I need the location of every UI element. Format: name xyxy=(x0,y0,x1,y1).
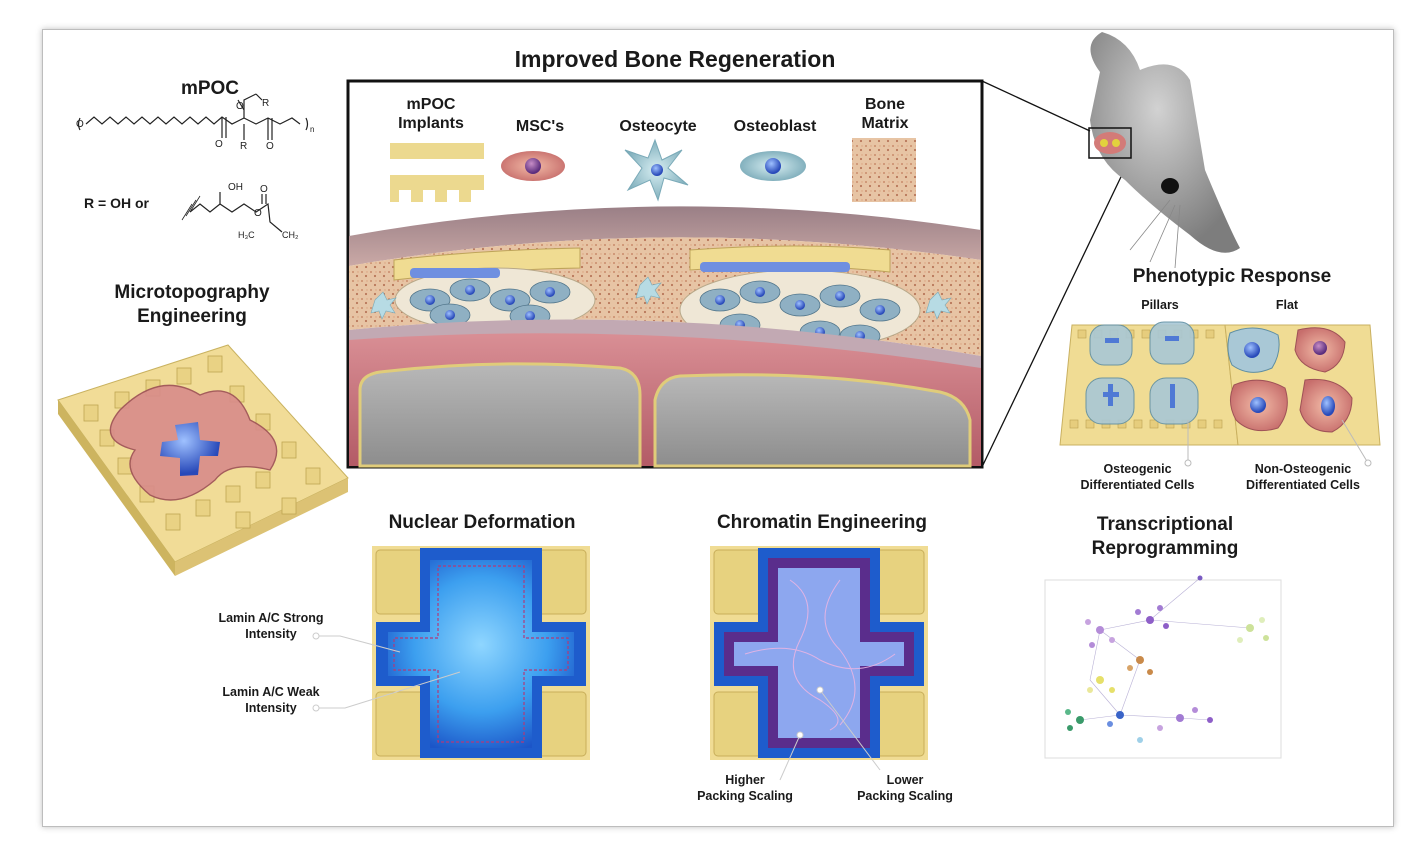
structure-label: H₃C xyxy=(238,230,255,240)
implant-flat-icon xyxy=(390,143,484,159)
mpoc-label: mPOC xyxy=(180,78,240,99)
structure-label: O xyxy=(260,184,268,195)
chromatin-engineering-diagram xyxy=(710,546,928,781)
structure-label: O xyxy=(236,101,244,112)
legend-mscs: MSC's xyxy=(515,118,565,135)
structure-label: n xyxy=(310,125,314,134)
structure-label: O xyxy=(215,139,223,150)
bone-matrix-icon xyxy=(852,138,916,202)
microtopography-scaffold xyxy=(57,344,349,576)
transcriptional-network xyxy=(1044,575,1282,759)
r-definition: R = OH or xyxy=(84,195,149,211)
structure-label: CH₂ xyxy=(282,230,299,240)
figure-title: Improved Bone Regeneration xyxy=(514,46,836,72)
mpoc-structure xyxy=(77,93,309,233)
structure-label: R xyxy=(240,141,247,152)
structure-label: O xyxy=(254,208,262,219)
structure-label: O xyxy=(76,119,84,130)
legend-icons xyxy=(390,138,916,202)
implant-pillar-icon xyxy=(390,175,484,202)
legend-osteoblast: Osteoblast xyxy=(733,118,817,135)
structure-label: R xyxy=(262,98,269,109)
structure-label: OH xyxy=(228,182,243,193)
nuclear-deformation-title: Nuclear Deformation xyxy=(388,512,576,533)
mouse-head-illustration xyxy=(1088,32,1240,269)
flat-label: Flat xyxy=(1275,298,1299,312)
legend-osteocyte: Osteocyte xyxy=(619,118,697,135)
chromatin-engineering-title: Chromatin Engineering xyxy=(716,512,928,533)
phenotypic-title: Phenotypic Response xyxy=(1132,266,1332,287)
nuclear-deformation-diagram xyxy=(312,546,590,760)
phenotypic-panels xyxy=(1059,321,1381,467)
pillars-label: Pillars xyxy=(1141,298,1179,312)
structure-label: O xyxy=(266,141,274,152)
